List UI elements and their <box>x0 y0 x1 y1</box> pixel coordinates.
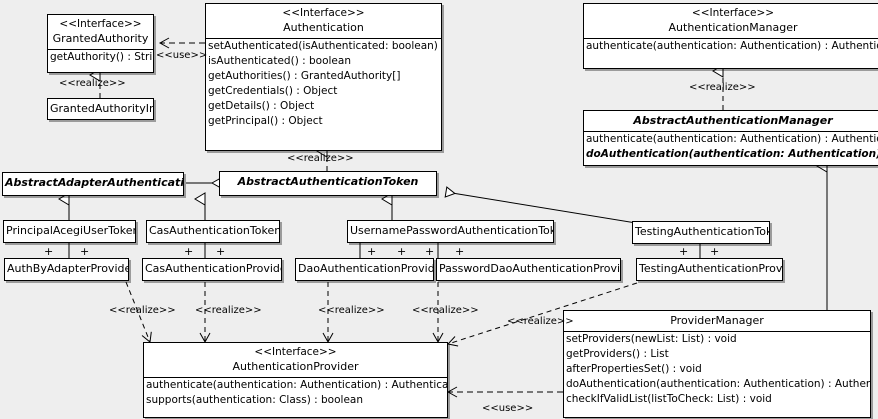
association-marker-plus: + <box>679 245 689 258</box>
class-abstract-authentication-token[interactable]: AbstractAuthenticationToken <box>219 171 437 196</box>
method-item: getAuthority() : String <box>50 51 153 63</box>
edge-label-realize-testing-authentication-provider: <<realize>> <box>507 316 574 327</box>
class-auth-by-adapter-provider[interactable]: AuthByAdapterProvider <box>4 258 129 281</box>
method-item: isAuthenticated() : boolean <box>208 55 351 67</box>
method-compartment: authenticate(authentication: Authenticat… <box>584 38 878 54</box>
class-header: <<Interface>> Authentication <box>206 4 441 38</box>
class-name: CasAuthenticationProvider <box>145 262 282 275</box>
class-name: AbstractAdapterAuthenticationToken <box>5 176 184 189</box>
association-marker-plus: + <box>397 245 407 258</box>
method-compartment: authenticate(authentication: Authenticat… <box>144 377 447 408</box>
stereotype-label: <<Interface>> <box>254 346 337 358</box>
class-abstract-adapter-authentication-token[interactable]: AbstractAdapterAuthenticationToken <box>2 172 184 196</box>
method-compartment: authenticate(authentication: Authenticat… <box>584 131 878 162</box>
class-dao-authentication-provider[interactable]: DaoAuthenticationProvider <box>295 258 434 281</box>
class-cas-authentication-provider[interactable]: CasAuthenticationProvider <box>142 258 282 281</box>
class-authentication-manager[interactable]: <<Interface>> AuthenticationManager auth… <box>583 3 878 69</box>
method-item: authenticate(authentication: Authenticat… <box>146 379 448 391</box>
method-item: afterPropertiesSet() : void <box>566 363 702 375</box>
method-compartment: setAuthenticated(isAuthenticated: boolea… <box>206 38 441 129</box>
edge-label-realize-abstract-authentication-manager: <<realize>> <box>689 82 756 93</box>
method-item: doAuthentication(authentication: Authent… <box>586 148 878 160</box>
class-granted-authority-impl[interactable]: GrantedAuthorityImpl <box>47 98 154 120</box>
class-name: GrantedAuthority <box>52 32 149 45</box>
method-item: getAuthorities() : GrantedAuthority[] <box>208 70 401 82</box>
method-item: checkIfValidList(listToCheck: List) : vo… <box>566 393 772 405</box>
edge-label-realize-dao-authentication-provider: <<realize>> <box>318 305 385 316</box>
association-marker-plus: + <box>44 245 54 258</box>
class-username-password-authentication-token[interactable]: UsernamePasswordAuthenticationToken <box>347 220 554 243</box>
association-marker-plus: + <box>184 245 194 258</box>
association-marker-plus: + <box>425 245 435 258</box>
edge-label-realize-auth-by-adapter-provider: <<realize>> <box>109 305 176 316</box>
class-name: CasAuthenticationToken <box>149 224 280 237</box>
class-granted-authority[interactable]: <<Interface>> GrantedAuthority getAuthor… <box>47 14 154 73</box>
edge-label-realize-password-dao-authentication-provider: <<realize>> <box>412 305 479 316</box>
method-item: setAuthenticated(isAuthenticated: boolea… <box>208 40 441 52</box>
edge-label-realize-abstract-authentication-token: <<realize>> <box>287 153 354 164</box>
class-name: PasswordDaoAuthenticationProvider <box>439 262 621 275</box>
association-marker-plus: + <box>80 245 90 258</box>
method-item: getProviders() : List <box>566 348 669 360</box>
class-name: GrantedAuthorityImpl <box>50 102 153 115</box>
class-header: <<Interface>> AuthenticationProvider <box>144 343 447 377</box>
stereotype-label: <<Interface>> <box>59 18 142 30</box>
edge-label-use-provider-manager: <<use>> <box>482 403 534 414</box>
class-name: PrincipalAcegiUserToken <box>6 224 136 237</box>
class-authentication-provider[interactable]: <<Interface>> AuthenticationProvider aut… <box>143 342 448 418</box>
class-testing-authentication-token[interactable]: TestingAuthenticationToken <box>632 221 770 244</box>
class-name: TestingAuthenticationProvider <box>639 262 783 275</box>
edge-label-realize-cas-authentication-provider: <<realize>> <box>195 305 262 316</box>
class-name: Authentication <box>283 21 364 34</box>
class-header: <<Interface>> GrantedAuthority <box>48 15 153 49</box>
class-cas-authentication-token[interactable]: CasAuthenticationToken <box>146 220 280 243</box>
association-marker-plus: + <box>367 245 377 258</box>
method-compartment: setProviders(newList: List) : void getPr… <box>564 331 870 407</box>
class-name: DaoAuthenticationProvider <box>298 262 434 275</box>
class-testing-authentication-provider[interactable]: TestingAuthenticationProvider <box>636 258 783 281</box>
class-name: AuthenticationManager <box>668 21 798 34</box>
method-item: getDetails() : Object <box>208 100 315 112</box>
class-name: AuthenticationProvider <box>232 360 359 373</box>
class-header: <<Interface>> AuthenticationManager <box>584 4 878 38</box>
method-item: setProviders(newList: List) : void <box>566 333 737 345</box>
class-name: UsernamePasswordAuthenticationToken <box>350 224 554 237</box>
edge-label-realize-granted-authority-impl: <<realize>> <box>59 78 126 89</box>
association-marker-plus: + <box>710 245 720 258</box>
method-item: supports(authentication: Class) : boolea… <box>146 394 363 406</box>
association-marker-plus: + <box>216 245 226 258</box>
class-name: ProviderManager <box>670 314 764 327</box>
method-item: authenticate(authentication: Authenticat… <box>586 40 878 52</box>
class-name: AuthByAdapterProvider <box>7 262 129 275</box>
method-compartment: getAuthority() : String <box>48 49 153 65</box>
method-item: doAuthentication(authentication: Authent… <box>566 378 870 390</box>
class-name: AbstractAuthenticationToken <box>237 175 419 188</box>
stereotype-label: <<Interface>> <box>691 7 775 19</box>
method-item: getCredentials() : Object <box>208 85 338 97</box>
method-item: authenticate(authentication: Authenticat… <box>586 133 878 145</box>
class-provider-manager[interactable]: ProviderManager setProviders(newList: Li… <box>563 310 871 418</box>
method-item: getPrincipal() : Object <box>208 115 323 127</box>
edge-label-use-granted-authority: <<use>> <box>156 50 208 61</box>
stereotype-label: <<Interface>> <box>282 7 365 19</box>
class-name: AbstractAuthenticationManager <box>633 114 833 127</box>
class-name: TestingAuthenticationToken <box>635 225 769 238</box>
class-abstract-authentication-manager[interactable]: AbstractAuthenticationManager authentica… <box>583 110 878 166</box>
class-principal-acegi-user-token[interactable]: PrincipalAcegiUserToken <box>3 220 136 243</box>
class-authentication[interactable]: <<Interface>> Authentication setAuthenti… <box>205 3 442 151</box>
class-password-dao-authentication-provider[interactable]: PasswordDaoAuthenticationProvider <box>436 258 621 281</box>
association-marker-plus: + <box>455 245 465 258</box>
